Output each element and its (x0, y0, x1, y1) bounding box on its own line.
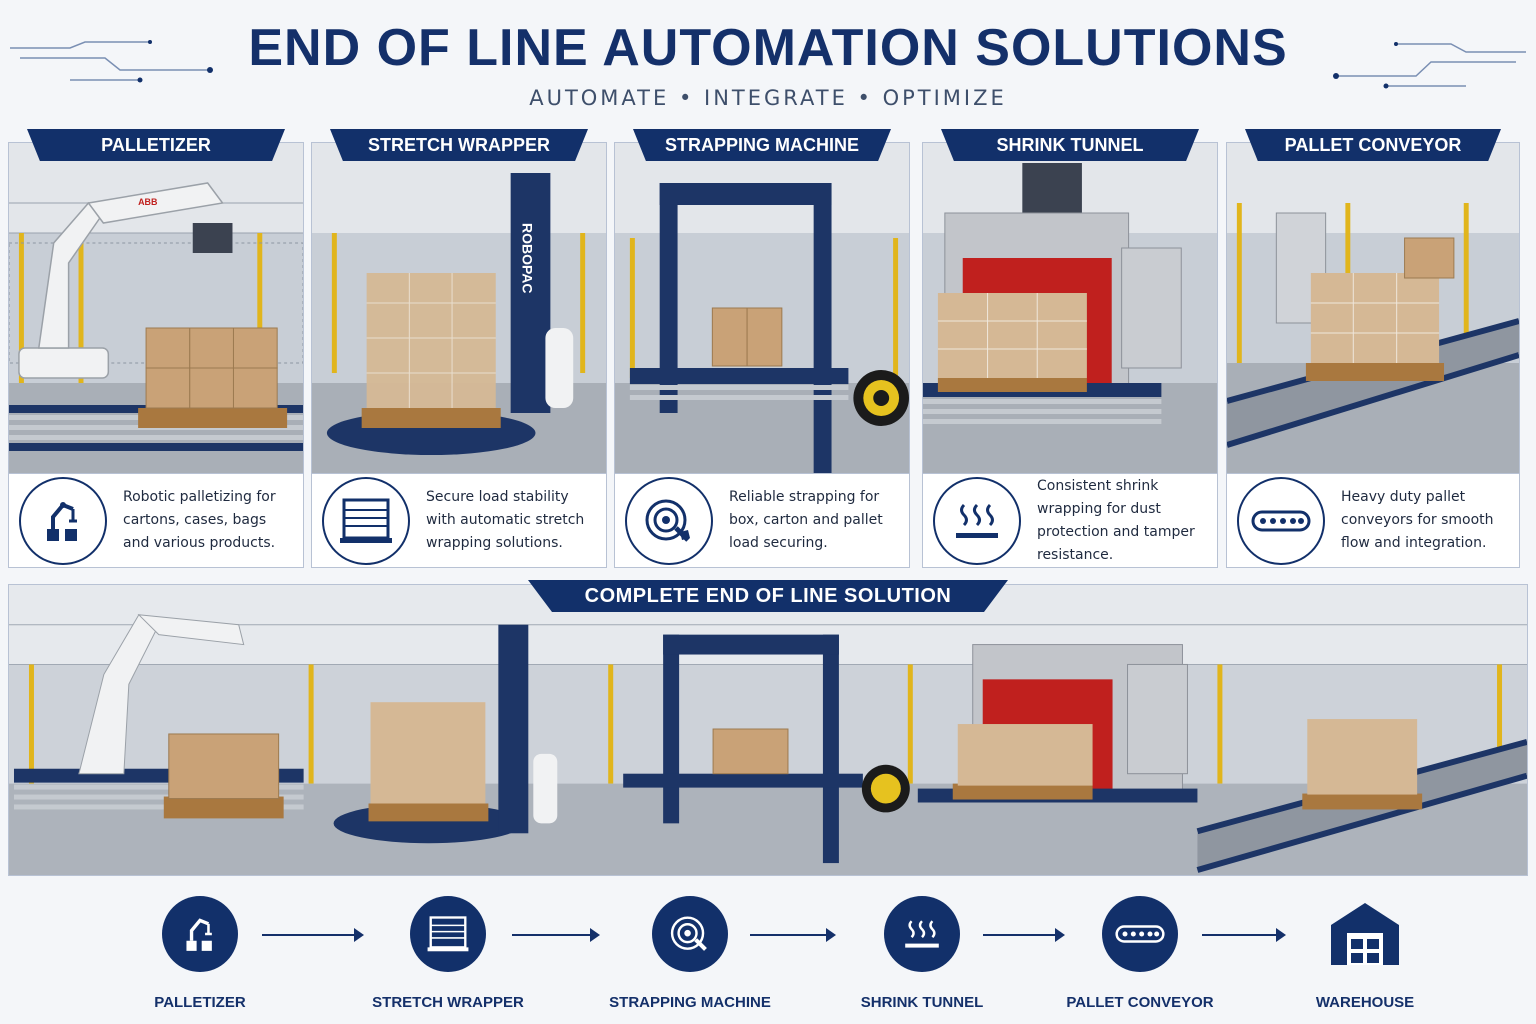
strapping-machine-photo (615, 143, 909, 473)
heat-waves-icon (884, 896, 960, 972)
flow-arrow (1202, 928, 1286, 942)
panel-description: Secure load stability with automatic str… (426, 489, 585, 551)
pallet-conveyor-photo (1227, 143, 1519, 473)
flow-step-stretch-wrapper: STRETCH WRAPPER (348, 896, 548, 1011)
panel-title: PALLET CONVEYOR (1245, 129, 1501, 161)
panel-shrink-tunnel: SHRINK TUNNEL Consistent shrink wr (922, 129, 1218, 568)
panel-description: Heavy duty pallet conveyors for smooth f… (1341, 489, 1494, 551)
conveyor-icon (1237, 476, 1325, 565)
stretch-wrap-icon (322, 476, 410, 565)
robot-arm-icon (19, 476, 107, 565)
heat-waves-icon (933, 476, 1021, 565)
robot-brand-label: ABB (138, 197, 158, 207)
circuit-decoration-right (1333, 42, 1526, 89)
page-title: END OF LINE AUTOMATION SOLUTIONS (248, 19, 1288, 77)
flow-arrow (983, 928, 1065, 942)
page-subtitle: AUTOMATE • INTEGRATE • OPTIMIZE (529, 86, 1007, 110)
panel-title: STRAPPING MACHINE (633, 129, 891, 161)
warehouse-icon (1327, 896, 1403, 972)
panel-pallet-conveyor: PALLET CONVEYOR Heavy duty pallet convey… (1226, 129, 1520, 568)
panel-description: Reliable strapping for box, carton and p… (729, 489, 883, 551)
flow-step-warehouse: WAREHOUSE (1265, 896, 1465, 1011)
flow-step-pallet-conveyor: PALLET CONVEYOR (1040, 896, 1240, 1011)
robot-arm-icon (162, 896, 238, 972)
circuit-decoration-left (10, 40, 213, 83)
flow-step-palletizer: PALLETIZER (100, 896, 300, 1011)
wrapper-brand-label: ROBOPAC (520, 223, 536, 293)
panel-title: STRETCH WRAPPER (330, 129, 588, 161)
palletizer-photo: ABB (9, 143, 303, 473)
stretch-wrap-icon (410, 896, 486, 972)
panel-description: Consistent shrink wrapping for dust prot… (1037, 477, 1195, 563)
process-flow: PALLETIZER STRETCH WRAPPER STRAPPING MAC… (0, 890, 1536, 1011)
strap-coil-icon (652, 896, 728, 972)
scene-title: COMPLETE END OF LINE SOLUTION (528, 580, 1008, 612)
flow-step-strapping-machine: STRAPPING MACHINE (590, 896, 790, 1011)
panel-description: Robotic palletizing for cartons, cases, … (123, 489, 276, 551)
flow-step-shrink-tunnel: SHRINK TUNNEL (822, 896, 1022, 1011)
flow-step-label: STRETCH WRAPPER (372, 994, 524, 1011)
flow-step-label: STRAPPING MACHINE (609, 994, 771, 1011)
stretch-wrapper-photo: ROBOPAC (312, 143, 606, 473)
flow-step-label: PALLETIZER (154, 994, 246, 1011)
flow-step-label: PALLET CONVEYOR (1066, 994, 1214, 1011)
shrink-tunnel-photo (923, 143, 1217, 473)
flow-arrow (262, 928, 364, 942)
flow-step-label: SHRINK TUNNEL (860, 994, 984, 1011)
flow-arrow (750, 928, 836, 942)
conveyor-icon (1102, 896, 1178, 972)
panel-palletizer: PALLETIZER (8, 129, 304, 568)
flow-arrow (512, 928, 600, 942)
panel-title: SHRINK TUNNEL (941, 129, 1199, 161)
panel-strapping-machine: STRAPPING MACHINE Reliable strapping for… (614, 129, 910, 568)
flow-step-label: WAREHOUSE (1315, 994, 1415, 1011)
panel-title: PALLETIZER (27, 129, 285, 161)
strap-coil-icon (625, 476, 713, 565)
complete-line-photo (8, 584, 1528, 876)
panel-stretch-wrapper: STRETCH WRAPPER ROBOPAC Secure load stab… (311, 129, 607, 568)
